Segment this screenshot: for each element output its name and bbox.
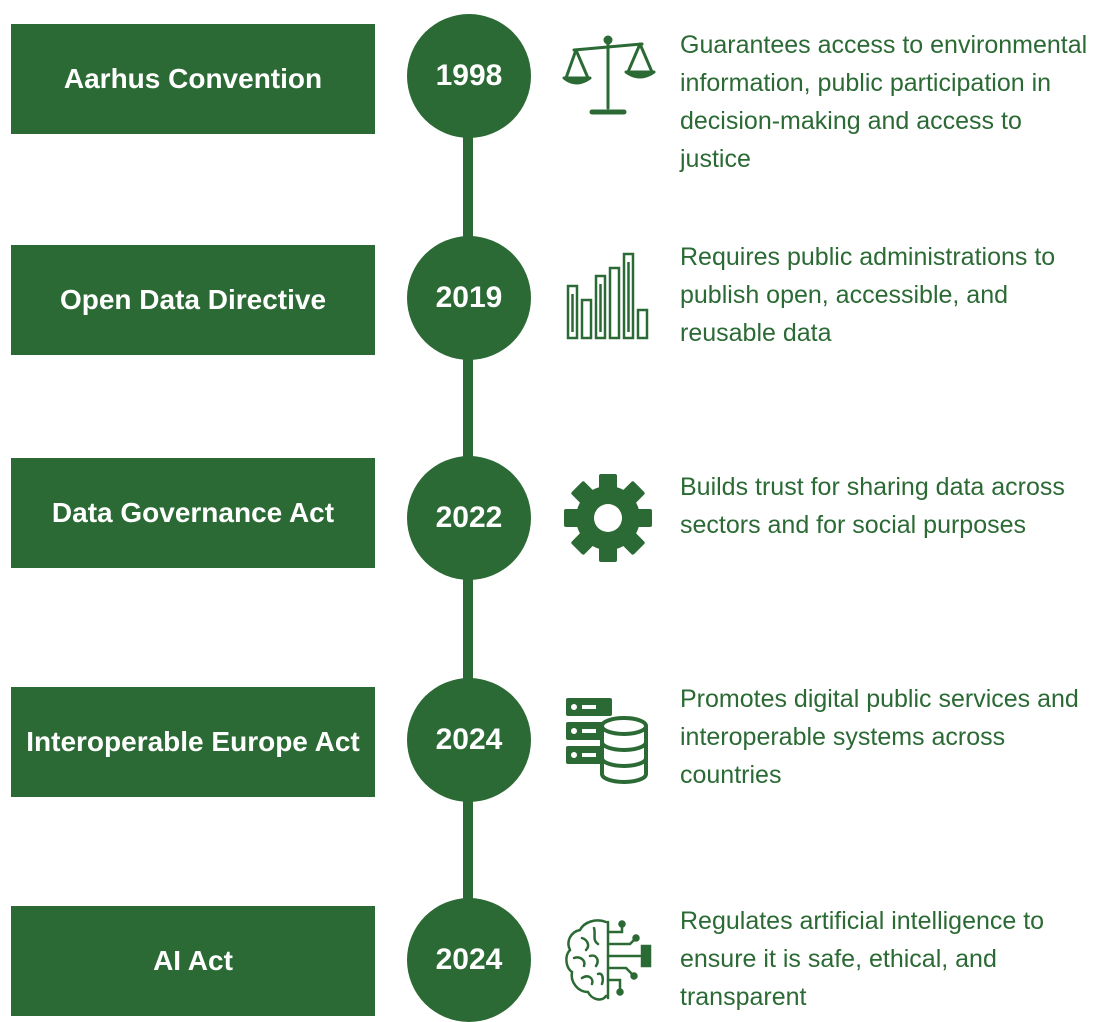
- bar-chart-icon: [560, 250, 656, 346]
- year-badge: 2024: [407, 898, 531, 1022]
- milestone-description: Regulates artificial intelligence to ens…: [680, 907, 1045, 1011]
- milestone-title: Open Data Directive: [11, 245, 375, 355]
- circuit-brain-icon: [560, 912, 656, 1008]
- milestone-description: Builds trust for sharing data across sec…: [680, 473, 1065, 539]
- milestone-title: Interoperable Europe Act: [11, 687, 375, 797]
- milestone-title: Aarhus Convention: [11, 24, 375, 134]
- year-badge: 2019: [407, 236, 531, 360]
- milestone-title: Data Governance Act: [11, 458, 375, 568]
- server-database-icon: [560, 692, 656, 788]
- milestone-description: Guarantees access to environmental infor…: [680, 31, 1088, 173]
- year-badge: 2024: [407, 678, 531, 802]
- milestone-description: Requires public administrations to publi…: [680, 243, 1056, 347]
- milestone-description: Promotes digital public services and int…: [680, 685, 1079, 789]
- milestone-title: AI Act: [11, 906, 375, 1016]
- year-badge: 2022: [407, 456, 531, 580]
- year-badge: 1998: [407, 14, 531, 138]
- scales-icon: [560, 28, 656, 124]
- gear-icon: [560, 470, 656, 566]
